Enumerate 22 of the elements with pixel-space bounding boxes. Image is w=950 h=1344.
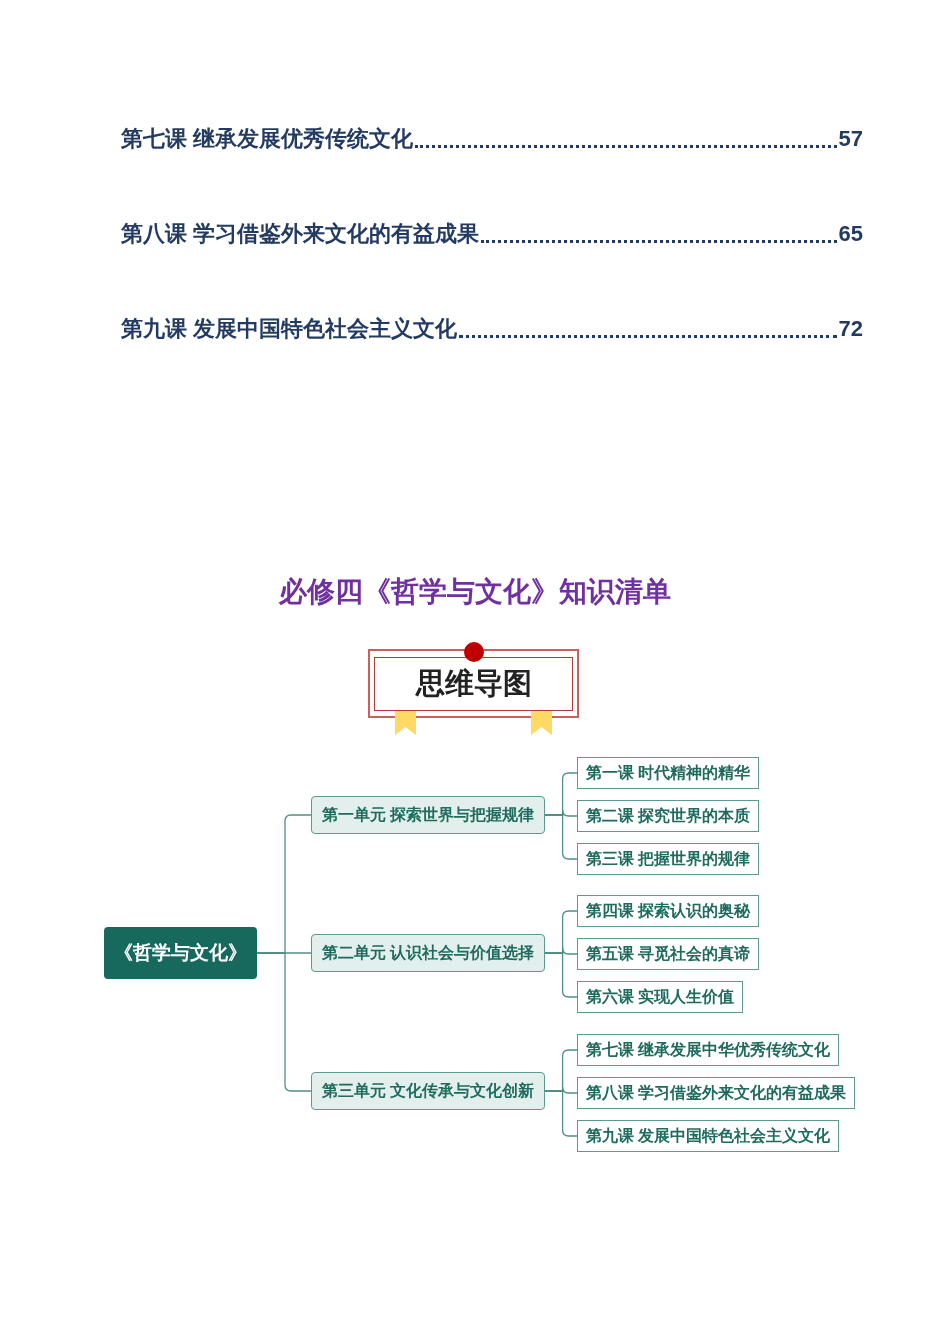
page-number: 57 (838, 125, 863, 153)
lesson-topic: 第一课 时代精神的精华 (577, 757, 760, 789)
unit-topic: 第三单元 文化传承与文化创新 (311, 1072, 545, 1110)
lesson-topic: 第四课 探索认识的奥秘 (577, 895, 760, 927)
lesson-topic: 第五课 寻觅社会的真谛 (577, 938, 760, 970)
lesson-topic: 第六课 实现人生价值 (577, 981, 744, 1013)
lesson-topic: 第八课 学习借鉴外来文化的有益成果 (577, 1077, 856, 1109)
page-number: 72 (838, 315, 863, 343)
unit-topic: 第二单元 认识社会与价值选择 (311, 934, 545, 972)
unit-topic: 第一单元 探索世界与把握规律 (311, 796, 545, 834)
root-topic: 《哲学与文化》 (104, 927, 257, 979)
page-title: 必修四《哲学与文化》知识清单 (278, 575, 672, 609)
lesson-topic: 第七课 继承发展中华优秀传统文化 (577, 1034, 840, 1066)
toc-entry: 第八课 学习借鉴外来文化的有益成果 (121, 220, 480, 248)
lesson-topic: 第三课 把握世界的规律 (577, 843, 760, 875)
lesson-topic: 第二课 探究世界的本质 (577, 800, 760, 832)
connector-line (256, 952, 312, 1092)
banner-frame: 思维导图 (368, 649, 579, 718)
toc-entry: 第九课 发展中国特色社会主义文化 (121, 315, 458, 343)
lesson-topic: 第九课 发展中国特色社会主义文化 (577, 1120, 840, 1152)
page-number: 65 (838, 220, 863, 248)
toc-entry: 第七课 继承发展优秀传统文化 (121, 125, 414, 153)
